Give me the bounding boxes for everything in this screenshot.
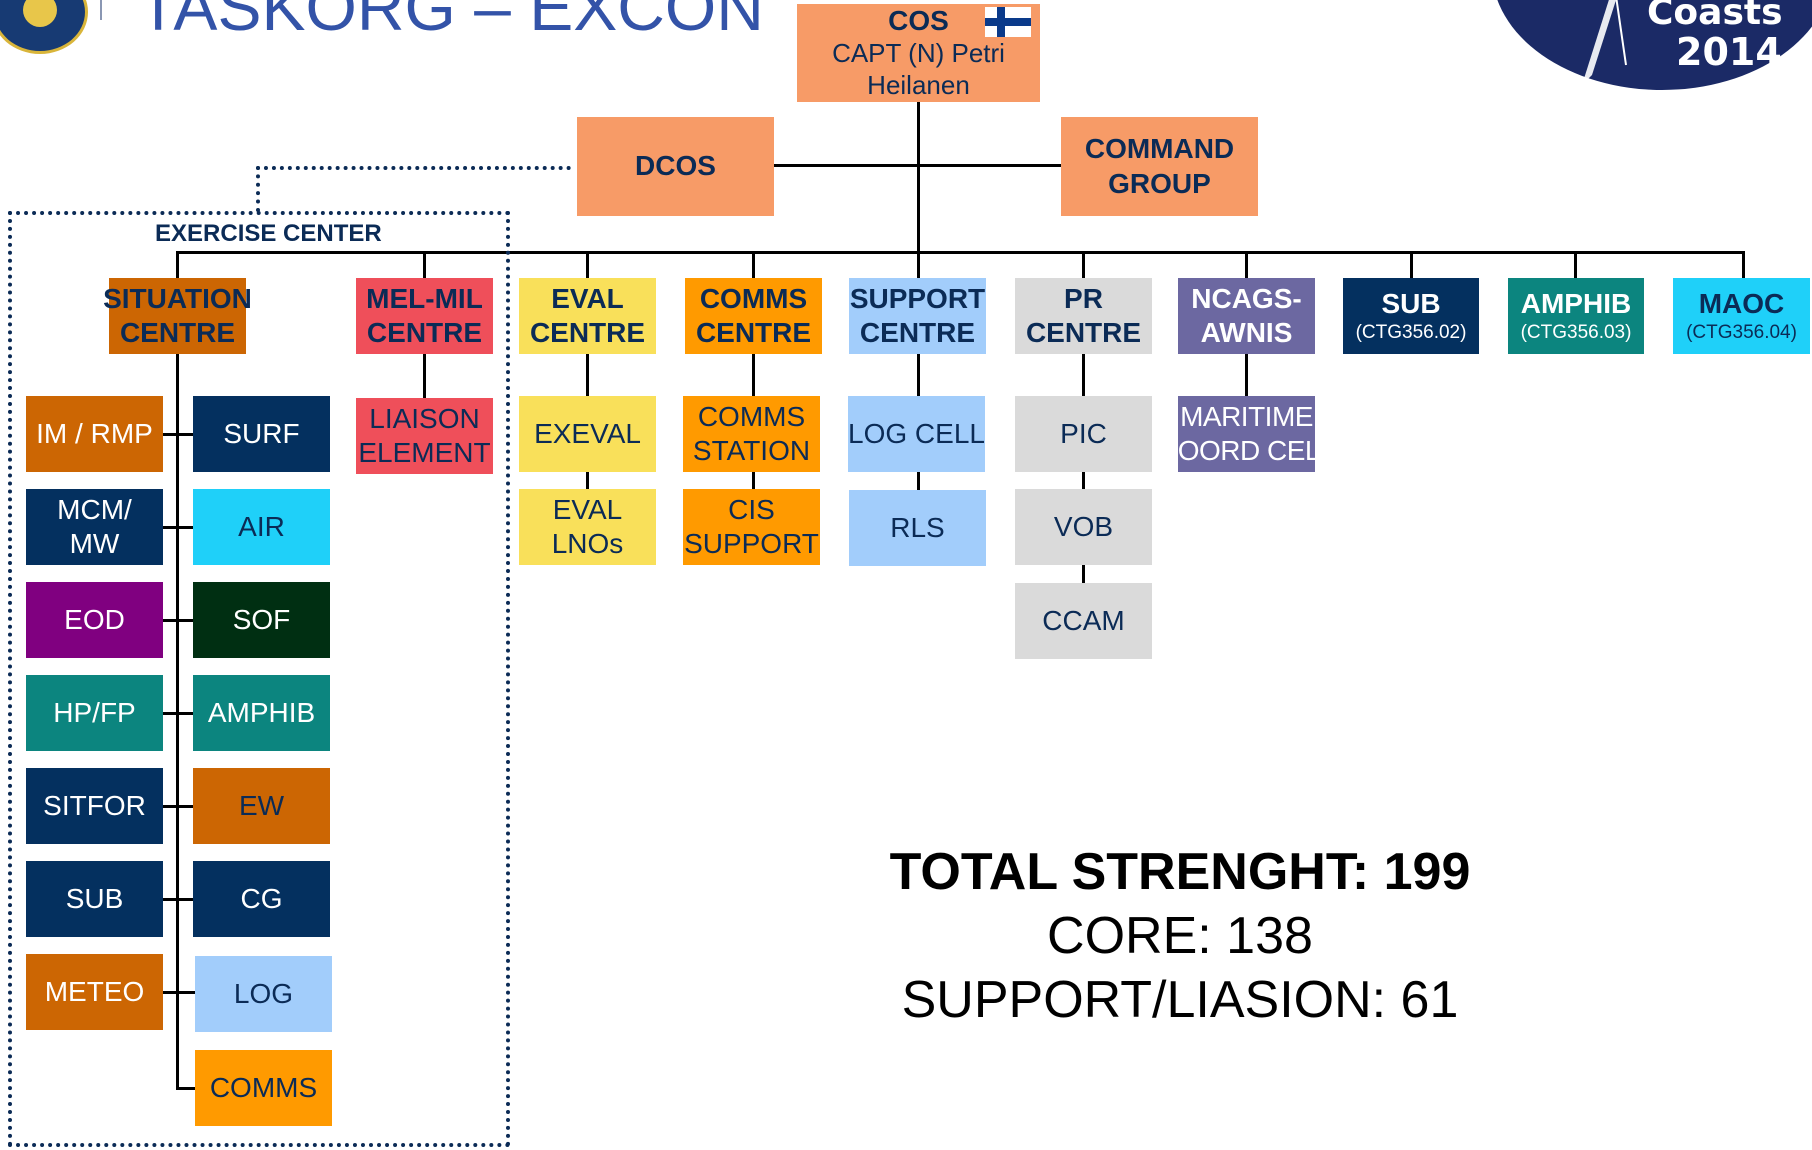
unit-vob: VOB bbox=[1015, 489, 1152, 565]
melmil-centre-box: MEL-MIL CENTRE bbox=[356, 278, 493, 354]
page-title: TASKORG – EXCON bbox=[138, 0, 764, 44]
amphib-ctg-code: (CTG356.03) bbox=[1520, 322, 1632, 344]
unit-maritime-coord-cell: MARITIME COORD CELL bbox=[1158, 396, 1336, 472]
badge-text-coasts: Coasts bbox=[1647, 0, 1783, 33]
situation-centre-box: SITUATION CENTRE bbox=[103, 278, 252, 354]
support-liaison-strength: SUPPORT/LIASION: 61 bbox=[901, 971, 1459, 1029]
sub-ctg-code: (CTG356.02) bbox=[1355, 322, 1467, 344]
unit-ew: EW bbox=[193, 768, 330, 844]
dcos-dotted-link bbox=[256, 166, 571, 212]
maoc-ctg-title: MAOC bbox=[1698, 288, 1785, 320]
header-divider bbox=[100, 0, 102, 20]
unit-cis-support: CIS SUPPORT bbox=[683, 489, 820, 565]
unit-cg: CG bbox=[193, 861, 330, 937]
coasts-2014-badge: Coasts 2014 bbox=[1492, 0, 1812, 90]
unit-hp-fp: HP/FP bbox=[26, 675, 163, 751]
command-group-box: COMMAND GROUP bbox=[1061, 117, 1258, 216]
unit-sitfor: SITFOR bbox=[26, 768, 163, 844]
unit-comms-station: COMMS STATION bbox=[683, 396, 820, 472]
unit-air: AIR bbox=[193, 489, 330, 565]
cos-name: CAPT (N) Petri Heilanen bbox=[832, 38, 1005, 101]
maoc-ctg-box: MAOC (CTG356.04) bbox=[1673, 278, 1810, 354]
amphib-ctg-box: AMPHIB (CTG356.03) bbox=[1508, 278, 1644, 354]
unit-ccam: CCAM bbox=[1015, 583, 1152, 659]
cos-title: COS bbox=[888, 5, 949, 37]
unit-amphib: AMPHIB bbox=[193, 675, 330, 751]
unit-mcm-mw: MCM/ MW bbox=[26, 489, 163, 565]
unit-meteo: METEO bbox=[26, 954, 163, 1030]
unit-log-cell: LOG CELL bbox=[848, 396, 985, 472]
unit-surf: SURF bbox=[193, 396, 330, 472]
unit-sub: SUB bbox=[26, 861, 163, 937]
exercise-center-boundary bbox=[8, 211, 510, 1147]
amphib-ctg-title: AMPHIB bbox=[1520, 288, 1632, 320]
unit-exeval: EXEVAL bbox=[519, 396, 656, 472]
dcos-box: DCOS bbox=[577, 117, 774, 216]
finland-flag-icon bbox=[985, 7, 1031, 37]
badge-text-year: 2014 bbox=[1676, 30, 1782, 74]
unit-pic: PIC bbox=[1015, 396, 1152, 472]
core-strength: CORE: 138 bbox=[1047, 907, 1313, 965]
sail-icon bbox=[1582, 0, 1627, 85]
pr-centre-box: PR CENTRE bbox=[1015, 278, 1152, 354]
exercise-center-label: EXERCISE CENTER bbox=[155, 220, 382, 247]
maoc-ctg-code: (CTG356.04) bbox=[1686, 322, 1797, 344]
sub-ctg-box: SUB (CTG356.02) bbox=[1343, 278, 1479, 354]
support-centre-box: SUPPORT CENTRE bbox=[849, 278, 986, 354]
unit-liaison-element: LIAISON ELEMENT bbox=[356, 398, 493, 474]
unit-sof: SOF bbox=[193, 582, 330, 658]
emblem-logo bbox=[0, 0, 88, 54]
unit-im-rmp: IM / RMP bbox=[26, 396, 163, 472]
strength-summary: TOTAL STRENGHT: 199 CORE: 138 SUPPORT/LI… bbox=[830, 840, 1530, 1032]
eval-centre-box: EVAL CENTRE bbox=[519, 278, 656, 354]
sub-ctg-title: SUB bbox=[1381, 288, 1441, 320]
ncags-awnis-box: NCAGS- AWNIS bbox=[1178, 278, 1315, 354]
unit-log: LOG bbox=[195, 956, 332, 1032]
total-strength: TOTAL STRENGHT: 199 bbox=[889, 843, 1471, 901]
unit-eod: EOD bbox=[26, 582, 163, 658]
unit-rls: RLS bbox=[849, 490, 986, 566]
unit-eval-lnos: EVAL LNOs bbox=[519, 489, 656, 565]
unit-comms: COMMS bbox=[195, 1050, 332, 1126]
comms-centre-box: COMMS CENTRE bbox=[685, 278, 822, 354]
